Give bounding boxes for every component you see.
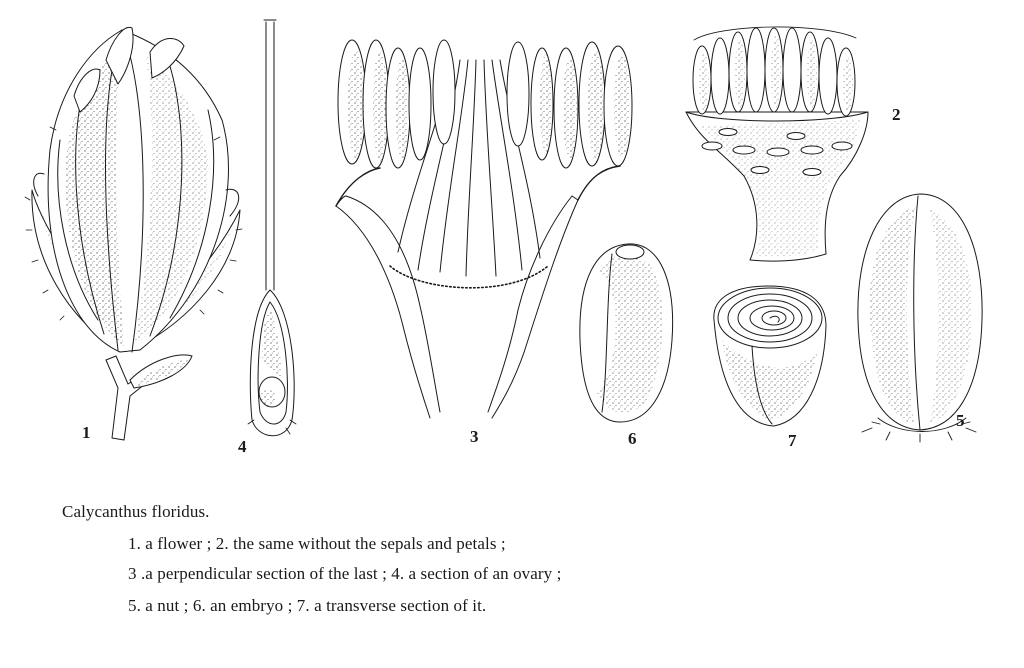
figure-1-flower-drawing — [24, 26, 243, 441]
figure-7-transverse-section-drawing — [713, 285, 827, 427]
caption-line-1: 1. a flower ; 2. the same without the se… — [128, 534, 506, 553]
figure-5-number: 5 — [956, 411, 965, 430]
figure-3-number: 3 — [470, 427, 479, 446]
caption-line-2: 3 .a perpendicular section of the last ;… — [128, 564, 562, 583]
figure-4-number: 4 — [238, 437, 247, 456]
figure-6-number: 6 — [628, 429, 637, 448]
figure-5-nut-drawing — [857, 193, 983, 443]
caption-line-3: 5. a nut ; 6. an embryo ; 7. a transvers… — [128, 596, 487, 615]
figure-2-receptacle-drawing — [685, 26, 869, 262]
figure-4-ovary-drawing — [247, 19, 297, 437]
caption-title: Calycanthus floridus. — [62, 502, 210, 521]
figure-2-number: 2 — [892, 105, 901, 124]
figure-3-section-drawing — [335, 39, 633, 419]
botanical-plate: 1 4 — [24, 19, 983, 456]
figure-7-number: 7 — [788, 431, 797, 450]
figure-6-embryo-drawing — [579, 243, 674, 423]
figure-1-number: 1 — [82, 423, 91, 442]
